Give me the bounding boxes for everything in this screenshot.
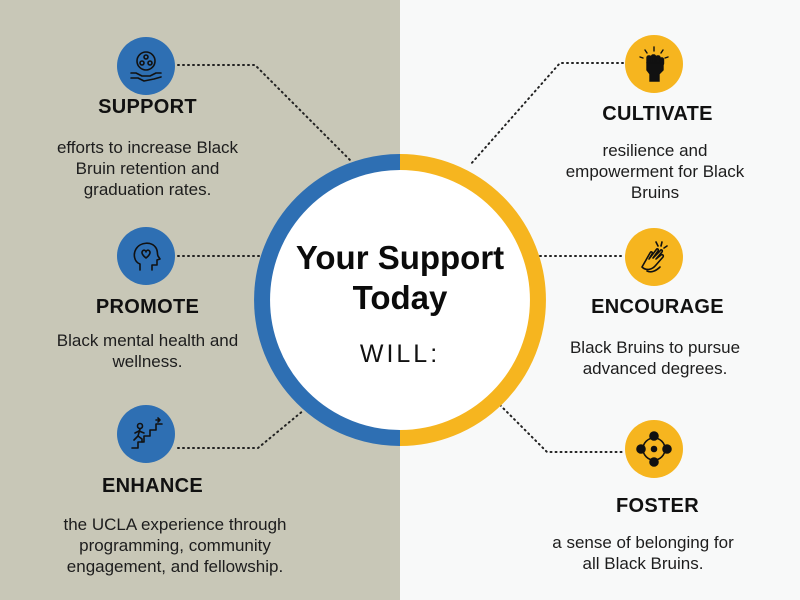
- desc-line: all Black Bruins.: [582, 554, 704, 573]
- connector-cultivate: [469, 62, 624, 166]
- desc-line: wellness.: [112, 352, 183, 371]
- clapping-hands-icon: [625, 228, 683, 286]
- head-heart-icon: [117, 227, 175, 285]
- desc-line: Bruins: [630, 183, 680, 202]
- desc-line: programming, community: [79, 536, 271, 555]
- heading-foster: FOSTER: [616, 495, 699, 517]
- center-subtitle: WILL:: [359, 340, 441, 368]
- desc-line: Bruin retention and: [75, 159, 220, 178]
- desc-foster: a sense of belonging for all Black Bruin…: [518, 532, 768, 574]
- desc-line: advanced degrees.: [582, 359, 728, 378]
- heading-enhance: ENHANCE: [102, 475, 203, 497]
- desc-promote: Black mental health and wellness.: [20, 330, 275, 372]
- center-title-line2: Today: [352, 279, 448, 316]
- climbing-stairs-icon: [117, 405, 175, 463]
- hand-holding-people-icon: [117, 37, 175, 95]
- heading-encourage: ENCOURAGE: [591, 296, 724, 318]
- desc-line: Black mental health and: [56, 331, 239, 350]
- connector-foster: [499, 404, 624, 453]
- center-title-line1: Your Support: [295, 239, 505, 276]
- ring-right-half: [399, 154, 546, 446]
- center-title: Your Support Today: [270, 238, 530, 318]
- desc-line: a sense of belonging for: [552, 533, 734, 552]
- connected-people-icon: [625, 420, 683, 478]
- desc-cultivate: resilience and empowerment for Black Bru…: [530, 140, 780, 203]
- desc-line: Black Bruins to pursue: [569, 338, 741, 357]
- connector-support: [177, 64, 351, 161]
- desc-line: efforts to increase Black: [56, 138, 239, 157]
- raised-fist-icon: [625, 35, 683, 93]
- desc-line: engagement, and fellowship.: [66, 557, 284, 576]
- heading-promote: PROMOTE: [95, 296, 200, 318]
- desc-line: resilience and: [602, 141, 708, 160]
- heading-support: SUPPORT: [98, 96, 197, 118]
- desc-line: empowerment for Black: [565, 162, 745, 181]
- desc-support: efforts to increase Black Bruin retentio…: [20, 137, 275, 200]
- desc-encourage: Black Bruins to pursue advanced degrees.: [530, 337, 780, 379]
- desc-line: graduation rates.: [83, 180, 212, 199]
- connector-enhance: [177, 409, 305, 449]
- ring-left-half: [254, 154, 401, 446]
- desc-enhance: the UCLA experience through programming,…: [30, 514, 320, 577]
- desc-line: the UCLA experience through: [63, 515, 287, 534]
- heading-cultivate: CULTIVATE: [602, 103, 713, 125]
